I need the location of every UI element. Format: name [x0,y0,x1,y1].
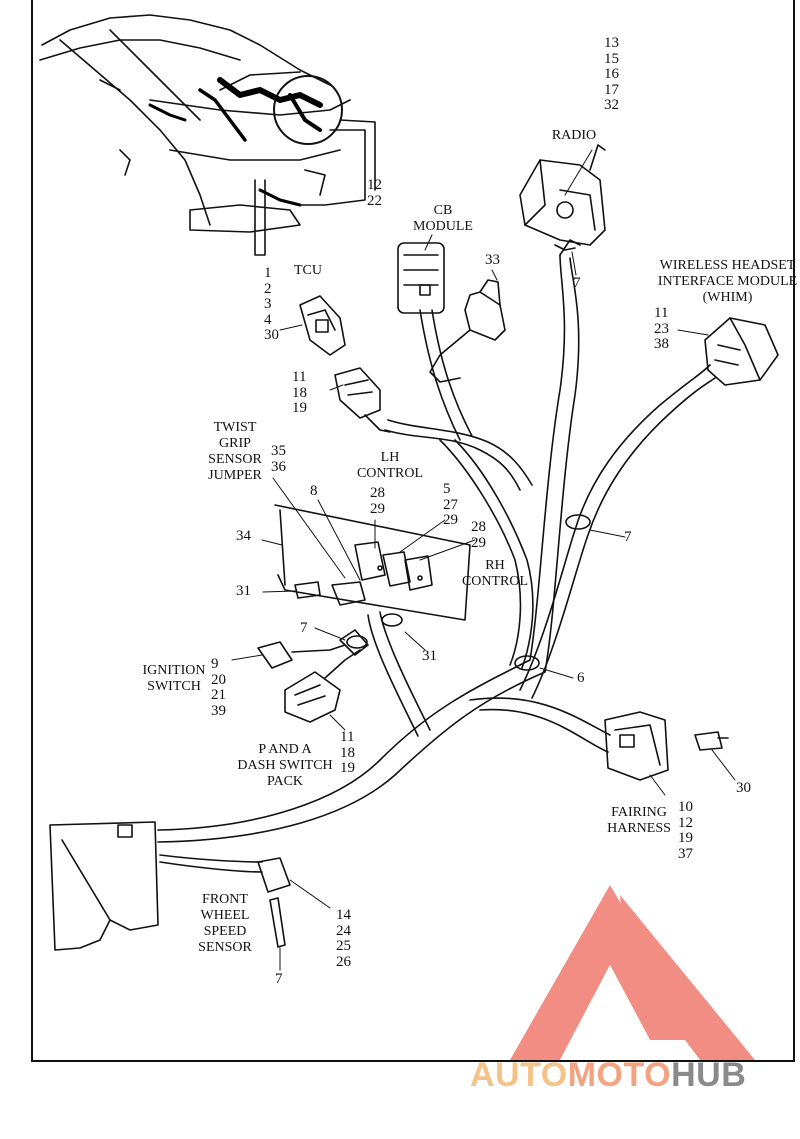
item-31-left-callout: 31 [236,583,251,599]
ignition-switch-callout: 9 20 21 39 [211,656,226,719]
item-7-mid-callout: 7 [300,620,308,636]
front-wheel-speed-connector-illustration [257,857,291,948]
main-harness [157,254,716,873]
item-7-bottom-callout: 7 [275,971,283,987]
item-8-callout: 8 [310,483,318,499]
whim-callout: 11 23 38 [654,305,669,353]
rh-control-label: RH CONTROL [461,558,529,589]
watermark-moto: MOTO [567,1056,672,1094]
lh-connector-callout: 11 18 19 [292,369,307,417]
motorcycle-frame-illustration [39,14,376,256]
front-wheel-speed-label: FRONT WHEEL SPEED SENSOR [198,892,252,955]
lh-control-callout: 28 29 [370,485,385,517]
item-6-callout: 6 [577,670,585,686]
tcu-callout: 1 2 3 4 30 [264,265,279,344]
leader-lines [231,149,736,971]
ignition-connector-illustration [257,641,346,669]
fairing-harness-label: FAIRING HARNESS [607,805,671,836]
radio-illustration [519,144,606,251]
front-wheel-speed-callout: 14 24 25 26 [336,907,351,970]
cb-module-callout: 12 22 [367,177,382,209]
watermark-text: AUTOMOTOHUB [470,1056,800,1096]
p-and-a-label: P AND A DASH SWITCH PACK [237,742,333,789]
whim-illustration [704,317,779,386]
item-7-right-callout: 7 [624,529,632,545]
cb-module-label: CB MODULE [413,203,473,234]
radio-label: RADIO [551,128,597,143]
item-33-cap-illustration [429,279,506,383]
lh-control-label: LH CONTROL [356,450,424,481]
rh-control-callout: 28 29 [471,519,486,551]
watermark-hub: HUB [671,1056,747,1094]
fairing-harness-callout: 10 12 19 37 [678,799,693,862]
twist-grip-label: TWIST GRIP SENSOR JUMPER [208,420,262,483]
tcu-illustration [299,295,346,356]
item-30-right-callout: 30 [736,780,751,796]
diagram-frame [31,0,795,1062]
lh-connector-illustration [334,367,391,433]
item-7-radio-callout: 7 [573,275,581,291]
fairing-connector-illustration [604,711,669,781]
watermark-logo-icon [510,885,755,1060]
cb-module-illustration [397,242,445,314]
item-34-callout: 34 [236,528,251,544]
p-and-a-connector-illustration [284,649,361,723]
harness-clamps-illustration [346,239,591,671]
ignition-switch-label: IGNITION SWITCH [142,663,206,694]
left-housing-illustration [49,821,159,951]
whim-label: WIRELESS HEADSET INTERFACE MODULE (WHIM) [657,258,798,305]
watermark-auto: AUTO [470,1056,568,1094]
item-30-connector-illustration [694,731,729,751]
item-31-mid-callout: 31 [422,648,437,664]
radio-callout: 13 15 16 17 32 [604,35,619,114]
p-and-a-callout: 11 18 19 [340,729,355,777]
twist-grip-callout: 35 36 [271,443,286,475]
tcu-label: TCU [294,263,322,278]
item-5-callout: 5 27 29 [443,481,458,529]
item-33-callout: 33 [485,252,500,268]
switch-bracket-illustration [274,504,471,656]
